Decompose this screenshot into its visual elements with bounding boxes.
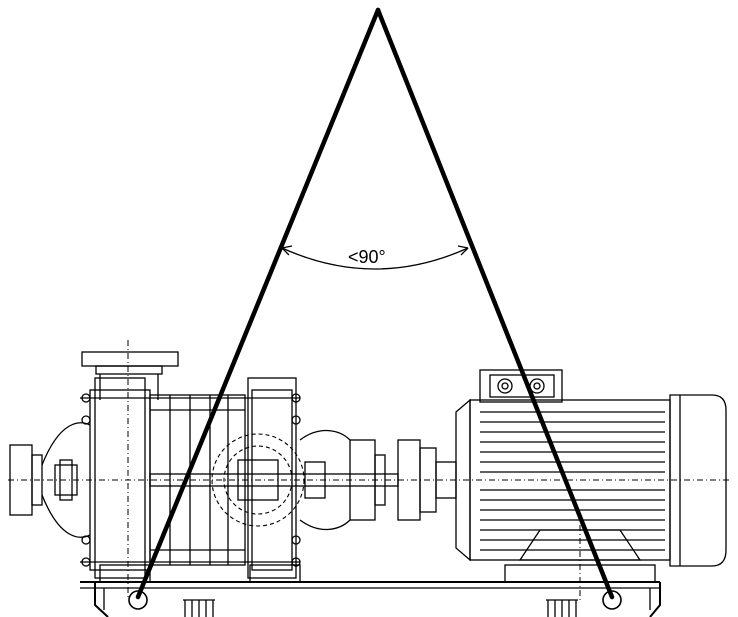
pump-body	[9, 340, 399, 600]
right-foot-bolts	[546, 599, 578, 617]
angle-arc	[281, 247, 469, 270]
angle-label: <90°	[348, 247, 386, 267]
left-lifting-hole	[128, 590, 148, 610]
right-sling	[375, 7, 615, 600]
left-foot-bolts	[183, 599, 215, 617]
motor	[455, 369, 727, 600]
motor-cooling-fins	[480, 411, 665, 551]
lifting-slings	[135, 7, 615, 600]
left-sling	[135, 7, 381, 600]
